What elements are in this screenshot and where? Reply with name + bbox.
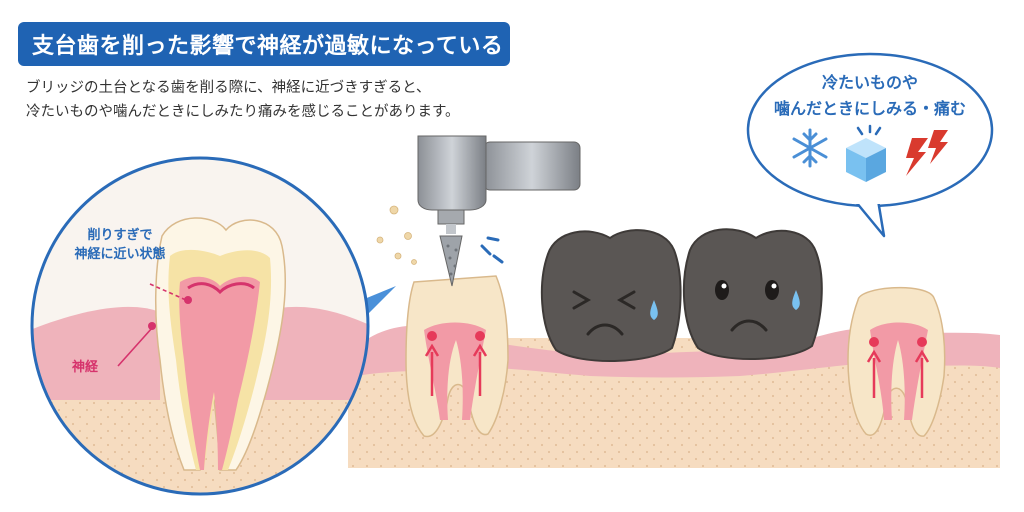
description-line-2: 冷たいものや噛んだときにしみたり痛みを感じることがあります。	[26, 104, 460, 120]
page-title: 支台歯を削った影響で神経が過敏になっている	[32, 34, 504, 59]
label-near-nerve-line-1: 削りすぎで	[87, 228, 153, 243]
zoom-circle	[30, 156, 370, 496]
bubble-line-2: 噛んだときにしみる・痛む	[773, 99, 966, 118]
ice-cube-icon	[846, 124, 886, 182]
label-near-nerve: 削りすぎで 神経に近い状態	[64, 226, 176, 264]
abutment-tooth-left	[405, 275, 509, 438]
label-near-nerve-line-2: 神経に近い状態	[74, 247, 166, 262]
dental-drill-icon	[376, 135, 581, 287]
title-banner: 支台歯を削った影響で神経が過敏になっている	[18, 22, 510, 66]
label-nerve: 神経	[72, 360, 99, 375]
bridge-crown-1	[540, 229, 682, 362]
lightning-icon	[906, 130, 948, 176]
description-line-1: ブリッジの土台となる歯を削る際に、神経に近づきすぎると、	[26, 80, 431, 96]
snowflake-icon	[792, 128, 828, 168]
bubble-text: 冷たいものや 噛んだときにしみる・痛む	[760, 70, 980, 122]
bubble-line-1: 冷たいものや	[821, 73, 918, 92]
abutment-tooth-right	[847, 287, 946, 437]
description: ブリッジの土台となる歯を削る際に、神経に近づきすぎると、 冷たいものや噛んだとき…	[26, 76, 460, 124]
bridge-crown-2	[682, 228, 823, 360]
